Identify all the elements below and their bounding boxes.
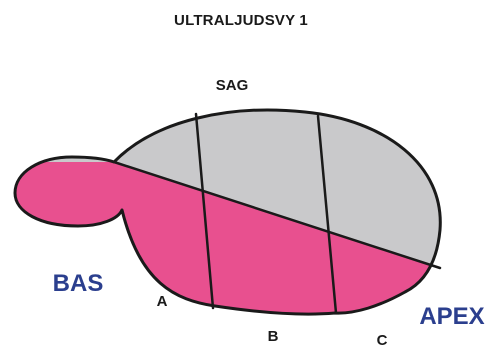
label-sag: SAG [216,77,249,94]
label-segment-a: A [157,293,168,310]
label-segment-c: C [377,332,388,349]
label-base: BAS [53,270,104,297]
diagram-title: ULTRALJUDSVY 1 [174,12,308,29]
label-segment-b: B [268,328,279,345]
label-apex: APEX [419,303,484,330]
